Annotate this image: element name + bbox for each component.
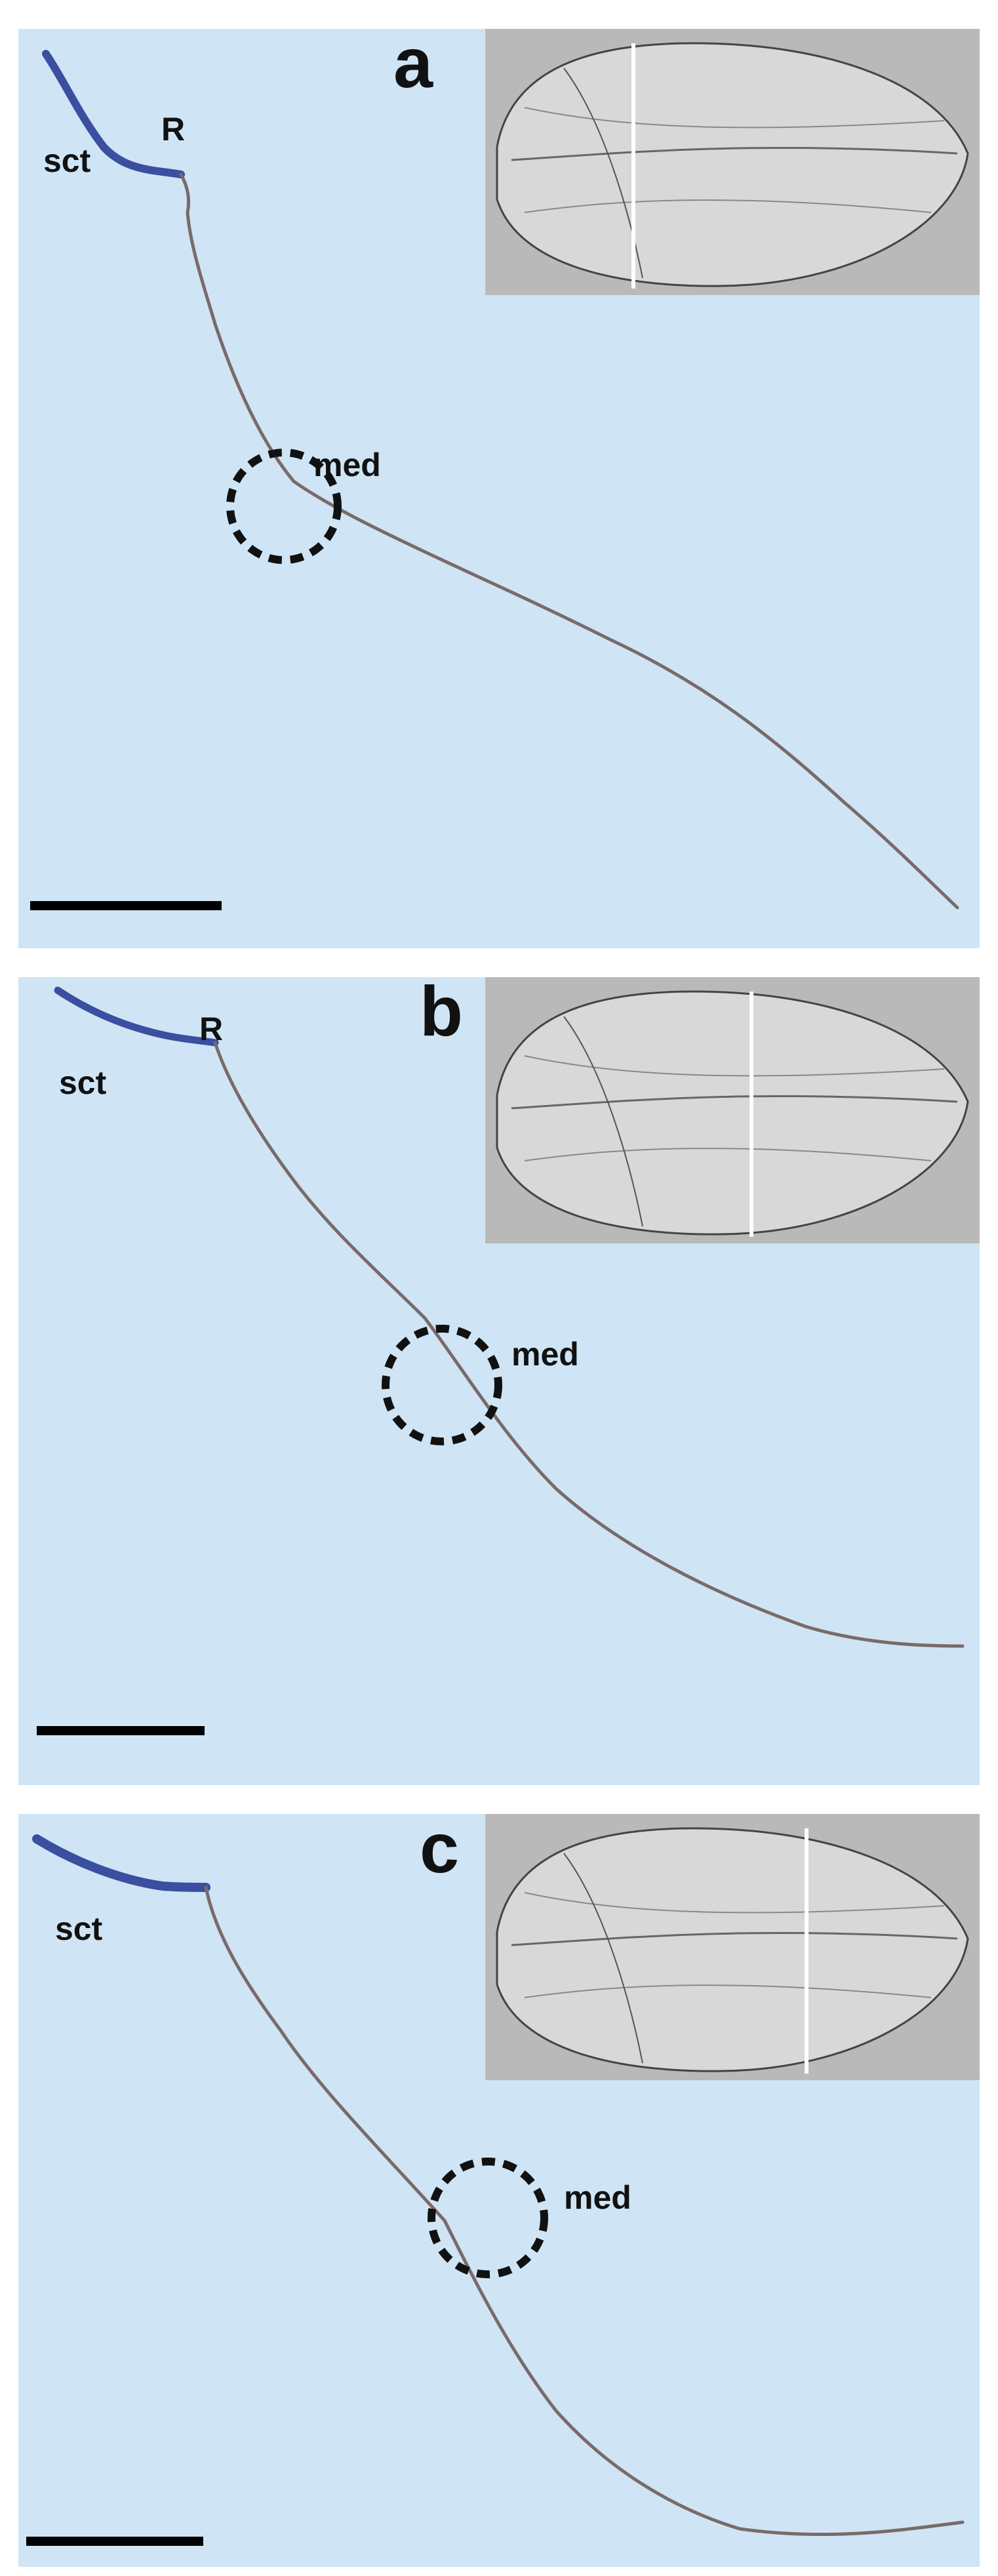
wing-overview-image [496, 42, 969, 289]
med-highlight-circle [382, 1325, 502, 1445]
label-r: R [199, 1011, 224, 1047]
label-sct: sct [59, 1064, 107, 1101]
section-membrane-line [213, 1041, 965, 1648]
label-sct: sct [55, 1910, 103, 1947]
wing-overview-inset [485, 1814, 980, 2080]
wing-overview-image [496, 1827, 969, 2074]
label-med: med [313, 447, 381, 483]
scale-bar [30, 901, 222, 910]
wing-overview-inset [485, 29, 980, 295]
med-highlight-circle [226, 449, 342, 564]
wing-cross-section-trace [54, 986, 965, 1648]
wing-cross-section-trace [42, 50, 959, 910]
sclerotized-thickened-segment [54, 986, 219, 1047]
scale-bar [37, 1726, 205, 1735]
sclerotized-thickened-segment [42, 50, 185, 178]
sclerotized-thickened-segment [32, 1834, 210, 1892]
label-med: med [511, 1336, 579, 1373]
section-membrane-line [179, 172, 959, 910]
label-r: R [161, 111, 186, 148]
figure-panel-c: c sct med [18, 1814, 980, 2567]
wing-overview-inset [485, 977, 980, 1243]
figure-panel-a: a sct R med [18, 29, 980, 948]
label-med: med [564, 2179, 631, 2216]
panel-letter: a [393, 29, 433, 102]
label-sct: sct [43, 142, 91, 179]
panel-letter: c [420, 1814, 460, 1887]
section-membrane-line [204, 1885, 965, 2537]
wing-overview-image [496, 990, 969, 1237]
panel-letter: b [420, 977, 463, 1051]
figure-panel-b: b sct R med [18, 977, 980, 1785]
med-highlight-circle [428, 2158, 548, 2278]
wing-cross-section-trace [32, 1834, 965, 2537]
scale-bar [26, 2537, 203, 2546]
